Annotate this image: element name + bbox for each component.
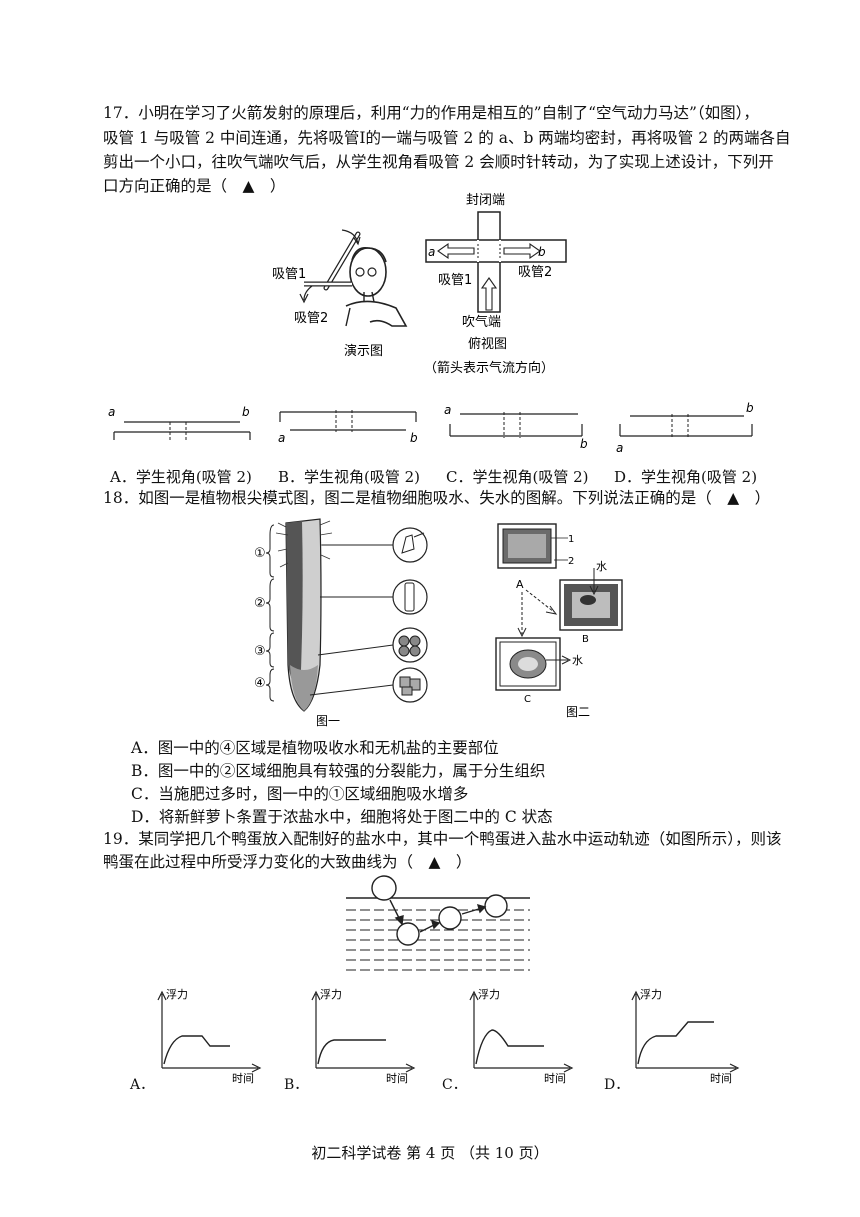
q18-line-1: 18．如图一是植物根尖模式图，图二是植物细胞吸水、失水的图解。下列说法正确的是（… xyxy=(103,489,771,507)
option-b-label-a: a xyxy=(278,431,285,445)
fig2-label-c: C xyxy=(524,694,531,705)
figure-2-caption: 图二 xyxy=(566,705,590,719)
q17-option-c[interactable]: C．学生视角(吸管 2) xyxy=(446,468,589,486)
fig2-label-b: B xyxy=(582,634,589,645)
top-view-blow-end: 吹气端 xyxy=(462,314,501,330)
option-c-label-a: a xyxy=(444,403,451,417)
q19-graphs: A． 浮力 时间 B． 浮力 时间 C． 浮力 xyxy=(130,984,770,1094)
graph-a-ylabel: 浮力 xyxy=(166,988,188,1001)
demo-label-tube2: 吸管2 xyxy=(294,311,328,326)
q18-figure-2: 1 2 A 水 B 水 C 图二 xyxy=(495,523,623,719)
top-view-tube1: 吸管1 xyxy=(438,273,472,288)
fig2-label-2: 2 xyxy=(568,556,574,567)
option-d-label-b: b xyxy=(746,401,754,415)
graph-b-xlabel: 时间 xyxy=(386,1072,408,1084)
graph-b-ylabel: 浮力 xyxy=(320,988,342,1001)
page-footer: 初二科学试卷 第 4 页 （共 10 页） xyxy=(311,1144,549,1162)
q17-line-3: 剪出一个小口，往吹气端吹气后，从学生视角看吸管 2 会顺时针转动，为了实现上述设… xyxy=(103,153,774,171)
q17-line-2: 吸管 1 与吸管 2 中间连通，先将吸管Ⅰ的一端与吸管 2 的 a、b 两端均密… xyxy=(103,129,791,147)
graph-d-xlabel: 时间 xyxy=(710,1072,732,1084)
q18-option-a[interactable]: A．图一中的④区域是植物吸收水和无机盐的主要部位 xyxy=(131,739,499,757)
top-view-sealed-end: 封闭端 xyxy=(466,193,505,208)
q17-line-4: 口方向正确的是（ ▲ ） xyxy=(103,177,286,195)
graph-b-letter: B． xyxy=(284,1077,309,1093)
q17-demo-figure: 吸管1 吸管2 演示图 xyxy=(272,229,408,359)
q19-egg-trajectory-figure xyxy=(346,875,530,971)
top-view-note: （箭头表示气流方向） xyxy=(424,360,554,376)
q19-line-1: 19．某同学把几个鸭蛋放入配制好的盐水中，其中一个鸭蛋进入盐水中运动轨迹（如图所… xyxy=(103,830,782,848)
q17-option-d-diagram: b a xyxy=(616,401,754,454)
zone-2-label: ② xyxy=(254,596,266,611)
q17-option-a[interactable]: A．学生视角(吸管 2) xyxy=(110,468,252,486)
q17-option-d[interactable]: D．学生视角(吸管 2) xyxy=(614,468,758,486)
top-view-tube2: 吸管2 xyxy=(518,265,552,280)
option-d-label-a: a xyxy=(616,441,623,454)
q18-option-d[interactable]: D．将新鲜萝卜条置于浓盐水中，细胞将处于图二中的 C 状态 xyxy=(131,808,553,826)
top-view-b: b xyxy=(538,245,546,259)
option-a-label-b: b xyxy=(242,405,250,419)
top-view-a: a xyxy=(428,245,435,259)
q18-option-b[interactable]: B．图一中的②区域细胞具有较强的分裂能力，属于分生组织 xyxy=(131,762,546,780)
zone-3-label: ③ xyxy=(254,644,266,659)
figure-1-caption: 图一 xyxy=(316,714,340,728)
q17-option-b-diagram: a b xyxy=(278,410,418,445)
fig2-label-a: A xyxy=(516,578,524,591)
option-b-label-b: b xyxy=(410,431,418,445)
fig2-water-out: 水 xyxy=(572,654,583,667)
graph-c-xlabel: 时间 xyxy=(544,1072,566,1084)
q18-option-c[interactable]: C．当施肥过多时，图一中的①区域细胞吸水增多 xyxy=(131,785,469,803)
zone-1-label: ① xyxy=(254,546,266,561)
zone-4-label: ④ xyxy=(254,676,266,691)
graph-c-ylabel: 浮力 xyxy=(478,988,500,1001)
q17-option-b[interactable]: B．学生视角(吸管 2) xyxy=(278,468,421,486)
demo-caption: 演示图 xyxy=(344,343,383,359)
graph-c-letter: C． xyxy=(442,1077,467,1093)
graph-a-letter: A． xyxy=(130,1077,155,1093)
graph-d-ylabel: 浮力 xyxy=(640,988,662,1001)
q17-option-c-diagram: a b xyxy=(444,403,588,450)
graph-d-letter: D． xyxy=(604,1077,630,1093)
demo-label-tube1: 吸管1 xyxy=(272,267,306,282)
fig2-water-in: 水 xyxy=(596,560,607,573)
option-a-label-a: a xyxy=(108,405,115,419)
fig2-label-1: 1 xyxy=(568,534,574,545)
graph-a-xlabel: 时间 xyxy=(232,1072,254,1084)
q18-figure-1: ① ② ③ ④ 图一 xyxy=(254,518,428,728)
top-view-caption: 俯视图 xyxy=(468,336,507,352)
q17-option-a-diagram: a b xyxy=(108,405,251,442)
q17-line-1: 17．小明在学习了火箭发射的原理后，利用“力的作用是相互的”自制了“空气动力马达… xyxy=(103,104,759,122)
option-c-label-b: b xyxy=(580,437,588,450)
q17-top-view-figure: 封闭端 a b 吸管1 吸管2 吹气端 俯视图 （箭头表示气流方向） xyxy=(424,193,567,376)
q19-line-2: 鸭蛋在此过程中所受浮力变化的大致曲线为（ ▲ ） xyxy=(103,853,472,871)
